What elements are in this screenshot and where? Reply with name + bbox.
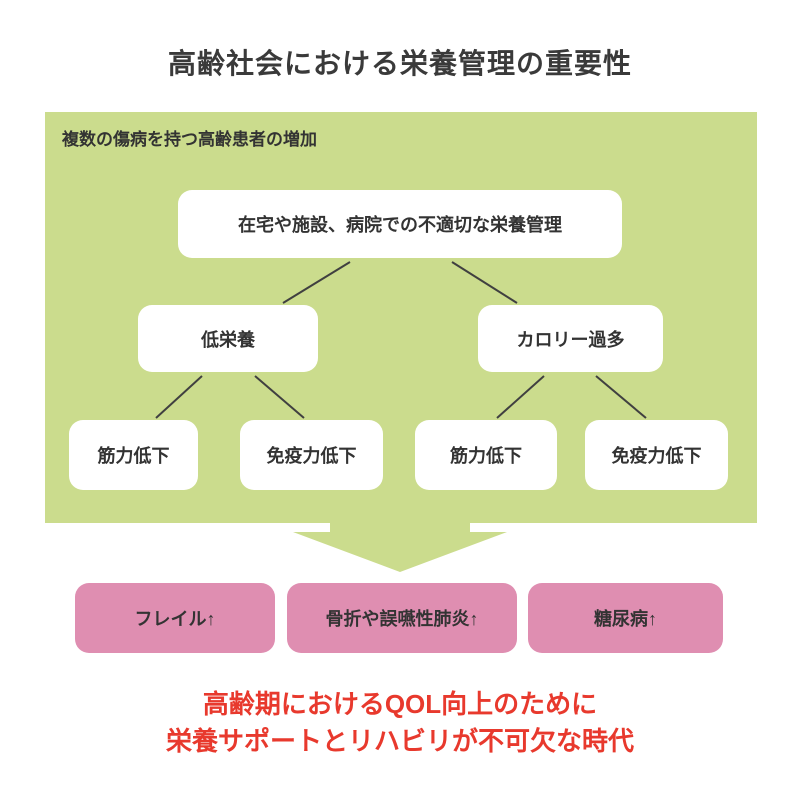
outcome-diabetes: 糖尿病↑ <box>528 583 723 653</box>
panel-label: 複数の傷病を持つ高齢患者の増加 <box>62 130 317 149</box>
connector-left-to-leaf2 <box>254 375 305 419</box>
node-muscle-weakness-right: 筋力低下 <box>415 420 557 490</box>
node-immunity-decline-right: 免疫力低下 <box>585 420 728 490</box>
node-inappropriate-nutrition: 在宅や施設、病院での不適切な栄養管理 <box>178 190 622 258</box>
conclusion-text: 高齢期におけるQOL向上のために 栄養サポートとリハビリが不可欠な時代 <box>0 686 800 760</box>
outcome-fracture-pneumonia: 骨折や誤嚥性肺炎↑ <box>287 583 517 653</box>
node-excess-calories: カロリー過多 <box>478 305 663 372</box>
aging-patients-panel: 複数の傷病を持つ高齢患者の増加 在宅や施設、病院での不適切な栄養管理 低栄養 カ… <box>45 112 757 523</box>
down-arrow-shape <box>293 522 507 572</box>
conclusion-line-2: 栄養サポートとリハビリが不可欠な時代 <box>165 726 634 756</box>
page-title: 高齢社会における栄養管理の重要性 <box>167 48 632 79</box>
connector-left-to-leaf1 <box>155 375 203 419</box>
outcome-frailty: フレイル↑ <box>75 583 275 653</box>
connector-right-to-leaf4 <box>595 375 647 419</box>
node-muscle-weakness-left: 筋力低下 <box>69 420 198 490</box>
node-immunity-decline-left: 免疫力低下 <box>240 420 383 490</box>
connector-right-to-leaf3 <box>496 375 545 419</box>
connector-root-to-left <box>282 261 351 304</box>
conclusion-line-1: 高齢期におけるQOL向上のために <box>202 689 598 719</box>
node-malnutrition: 低栄養 <box>138 305 318 372</box>
connector-root-to-right <box>451 261 518 304</box>
